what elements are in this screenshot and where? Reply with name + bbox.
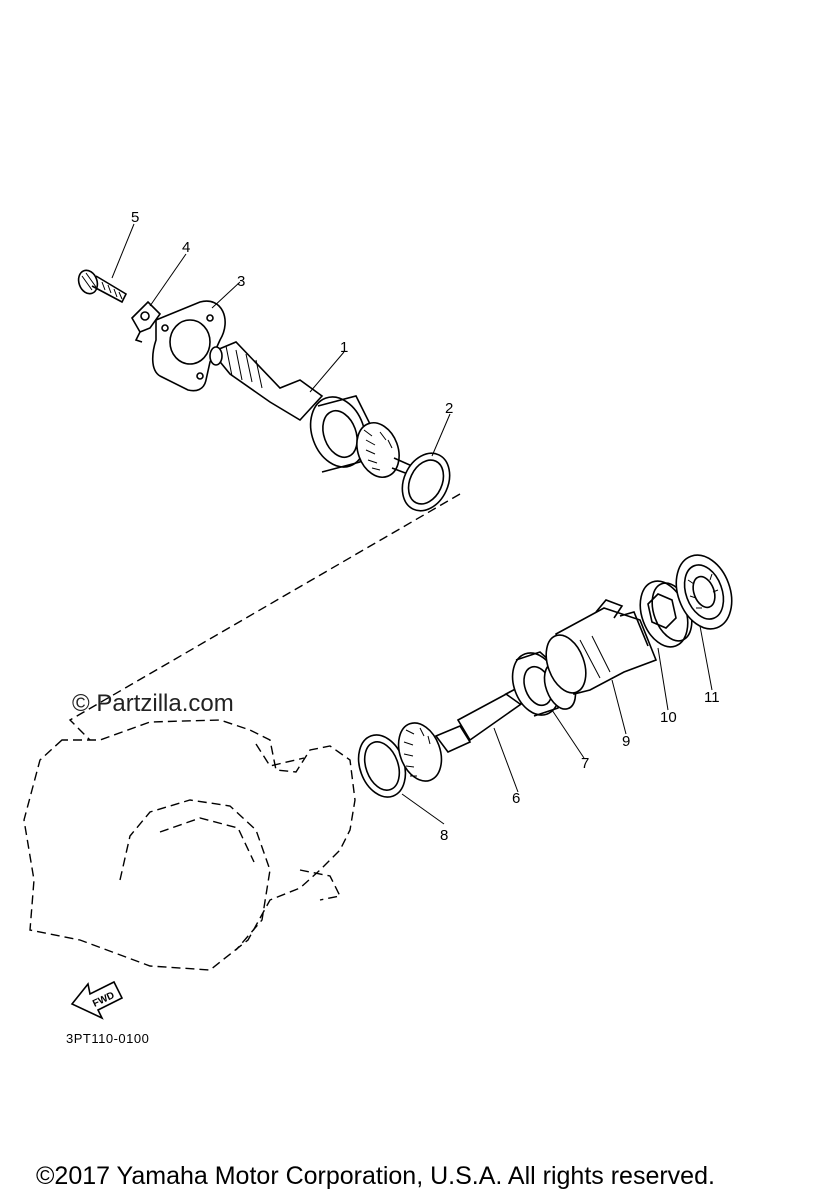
callout-2[interactable]: 2	[445, 400, 453, 417]
callout-8[interactable]: 8	[440, 827, 448, 844]
callout-5[interactable]: 5	[131, 209, 139, 226]
callouts: 1 2 3 4 5 6 7 8 9 10 11	[131, 209, 720, 844]
callout-3[interactable]: 3	[237, 273, 245, 290]
leader-lines	[111, 223, 713, 825]
copyright-notice: ©2017 Yamaha Motor Corporation, U.S.A. A…	[36, 1162, 715, 1190]
part-6-middle-driven-shaft[interactable]	[391, 674, 550, 787]
part-5-bolt[interactable]	[75, 268, 128, 304]
callout-9[interactable]: 9	[622, 733, 630, 750]
callout-11[interactable]: 11	[704, 689, 720, 706]
callout-1[interactable]: 1	[340, 339, 348, 356]
part-8-shim[interactable]	[350, 728, 413, 803]
part-3-plate[interactable]	[151, 300, 226, 392]
callout-4[interactable]: 4	[182, 239, 190, 256]
callout-7[interactable]: 7	[581, 755, 589, 772]
part-1-drive-shaft[interactable]	[209, 341, 414, 483]
callout-10[interactable]: 10	[660, 709, 677, 726]
fwd-arrow-icon: FWD	[70, 980, 124, 1020]
part-9-coupling[interactable]	[539, 599, 658, 698]
watermark: © Partzilla.com	[72, 690, 234, 717]
part-2-shim[interactable]	[393, 446, 458, 519]
part-4-clip[interactable]	[131, 300, 162, 343]
callout-6[interactable]: 6	[512, 790, 520, 807]
part-11-bearing[interactable]	[667, 547, 742, 636]
engine-case-outline	[23, 493, 461, 971]
diagram-code: 3PT110-0100	[66, 1031, 150, 1046]
